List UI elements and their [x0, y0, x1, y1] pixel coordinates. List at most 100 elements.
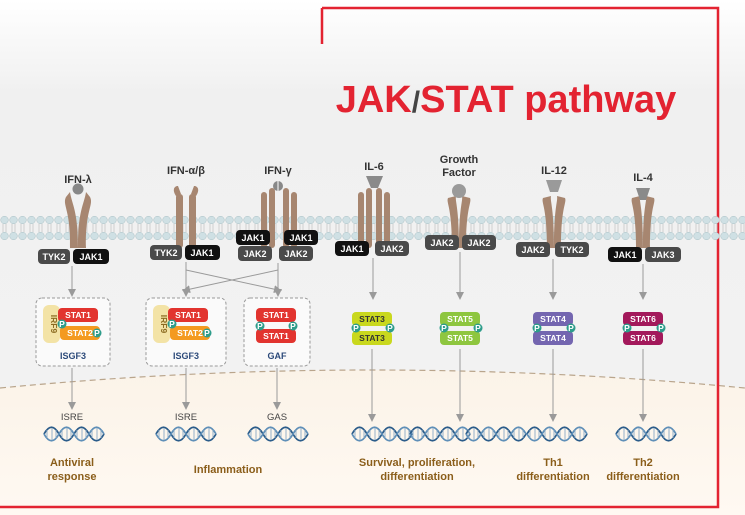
gene-isre-1: ISRE [61, 412, 83, 423]
ligand-il12-shape [546, 180, 562, 192]
kinase-box [462, 235, 496, 250]
kinase-jak2-ifng-b: JAK2 [284, 249, 307, 259]
receptor-ifn-ab-left [176, 194, 183, 248]
phospho-label: P [624, 323, 630, 333]
stat1-label: STAT1 [263, 331, 289, 341]
kinase-box [236, 230, 270, 245]
ligand-growth-factor-shape [452, 184, 466, 198]
stat4-label-top: STAT4 [540, 314, 566, 324]
kinase-box [375, 241, 409, 256]
kinase-tyk2-ifnl: TYK2 [42, 252, 65, 262]
kinases: TYK2 JAK1 TYK2 JAK1 JAK1 JAK1 JAK2 JAK2 … [38, 230, 681, 264]
gene-gas: GAS [267, 412, 287, 423]
kinase-jak2-il6: JAK2 [380, 244, 403, 254]
stat5-label-top: STAT5 [447, 314, 473, 324]
kinase-jak1-ifnab: JAK1 [190, 248, 213, 258]
nuclear-arrows [68, 349, 647, 422]
kinase-jak1-ifng-b: JAK1 [289, 233, 312, 243]
kinase-box [238, 246, 272, 261]
kinase-box [516, 242, 550, 257]
phospho-label: P [59, 319, 65, 329]
ligand-il6-shape [366, 176, 383, 188]
ligand-ifn-lambda-shape [72, 183, 84, 195]
stat1-label: STAT1 [65, 310, 91, 320]
receptor-ifn-ab-right-top [191, 186, 199, 196]
irf9-block [153, 305, 170, 343]
kinase-tyk2-ifnab: TYK2 [154, 248, 177, 258]
kinase-jak1-il6: JAK1 [340, 244, 363, 254]
stat2-label: STAT2 [67, 328, 93, 338]
kinase-jak1-ifnl: JAK1 [79, 252, 102, 262]
stat1-block [256, 329, 296, 343]
title-jak: JAK [336, 79, 413, 121]
stat3-label-bottom: STAT3 [359, 333, 385, 343]
kinase-box [150, 245, 182, 260]
kinase-box [284, 230, 318, 245]
receptor-ifn-lambda-right [78, 192, 92, 248]
kinase-jak2-gf-a: JAK2 [430, 238, 453, 248]
receptor-ifn-lambda-left [64, 192, 78, 248]
kinase-box [73, 249, 109, 264]
phospho-label: P [204, 328, 210, 338]
kinase-box [185, 245, 220, 260]
kinase-box [38, 249, 70, 264]
phospho-label: P [568, 323, 574, 333]
outcome-th1-line2: differentiation [516, 471, 590, 483]
ligand-ifn-ab: IFN-α/β [167, 165, 205, 177]
ligand-growth-factor-line2: Factor [442, 167, 476, 179]
title-frame [0, 6, 720, 509]
kinase-tyk2-il12: TYK2 [560, 245, 583, 255]
isgf3-label-1: ISGF3 [60, 351, 86, 361]
ligand-il12: IL-12 [541, 165, 567, 177]
kinase-box [279, 246, 313, 261]
stat2-block [60, 326, 100, 340]
isgf3-label-2: ISGF3 [173, 351, 199, 361]
outcome-antiviral-line1: Antiviral [50, 457, 94, 469]
stat2-label: STAT2 [177, 328, 203, 338]
phospho-label: P [441, 323, 447, 333]
kinase-jak3-il4: JAK3 [651, 250, 674, 260]
outcome-survival-line1: Survival, proliferation, [359, 457, 475, 469]
stat4-dimer: STAT4 STAT4 P P [532, 312, 576, 345]
ligand-growth-factor-line1: Growth [440, 154, 479, 166]
phospho-label: P [387, 323, 393, 333]
ligand-il6: IL-6 [364, 161, 384, 173]
kinase-box [608, 247, 642, 262]
stat5-label-bottom: STAT5 [447, 333, 473, 343]
stat1-block [168, 308, 208, 322]
ligand-ifn-g: IFN-γ [264, 165, 292, 177]
kinase-box [335, 241, 369, 256]
isgf3-complex-ifnab: IRF9 STAT1 STAT2 P P ISGF3 [145, 297, 227, 367]
isgf3-complex-ifnl: IRF9 STAT1 STAT2 P P ISGF3 [35, 297, 111, 367]
irf9-label: IRF9 [159, 315, 169, 334]
title-stat-pathway: STAT pathway [420, 79, 676, 121]
kinase-box [425, 235, 459, 250]
kinase-jak2-gf-b: JAK2 [467, 238, 490, 248]
phospho-label: P [169, 319, 175, 329]
receptor-ifn-ab-right [189, 194, 196, 248]
page-title: JAK/STAT pathway [336, 79, 677, 121]
phospho-label: P [353, 323, 359, 333]
outcome-inflammation: Inflammation [194, 464, 263, 476]
kinase-box [555, 242, 589, 257]
gene-isre-2: ISRE [175, 412, 197, 423]
outcome-antiviral-line2: response [48, 471, 97, 483]
outcome-th2-line2: differentiation [606, 471, 680, 483]
irf9-block [43, 305, 60, 343]
kinase-box [645, 247, 681, 262]
kinase-jak2-ifng-a: JAK2 [243, 249, 266, 259]
phospho-label: P [94, 328, 100, 338]
signal-arrows [68, 252, 647, 300]
stat3-dimer: STAT3 STAT3 P P [351, 312, 395, 345]
stat6-label-top: STAT6 [630, 314, 656, 324]
ligand-il4: IL-4 [633, 172, 653, 184]
stat3-label-top: STAT3 [359, 314, 385, 324]
stat2-block [170, 326, 210, 340]
ligand-ifn-lambda: IFN-λ [64, 174, 92, 186]
phospho-label: P [475, 323, 481, 333]
stat4-label-bottom: STAT4 [540, 333, 566, 343]
outcome-th1-line1: Th1 [543, 457, 563, 469]
stat5-dimer: STAT5 STAT5 P P [439, 312, 483, 345]
kinase-jak1-ifng-a: JAK1 [241, 233, 264, 243]
